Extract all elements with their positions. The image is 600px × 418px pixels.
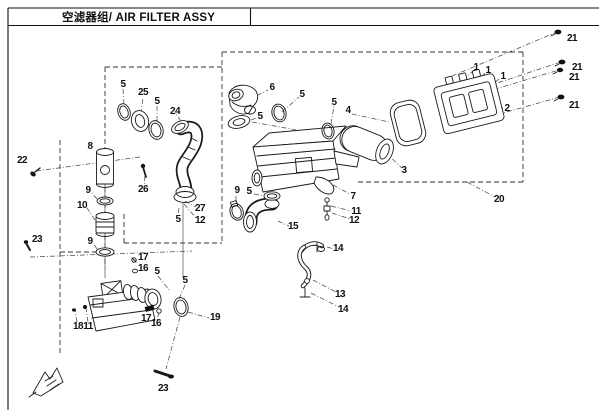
callout-part-5: 5 — [154, 266, 160, 277]
callout-leader-line — [466, 181, 496, 198]
callout-part-14: 14 — [337, 304, 349, 315]
callout-part-1: 1 — [500, 71, 506, 82]
callout-part-17: 17 — [140, 313, 152, 324]
lower-airbox-part — [72, 257, 189, 332]
callout-part-5: 5 — [257, 111, 263, 122]
callout-leader-line — [312, 279, 337, 293]
callout-leader-line — [35, 156, 141, 172]
callout-leader-line — [143, 175, 146, 187]
callout-part-9: 9 — [85, 185, 91, 196]
callout-leader-line — [332, 184, 351, 195]
callout-part-16: 16 — [137, 263, 149, 274]
callout-leader-line — [74, 310, 78, 323]
callout-part-21: 21 — [566, 33, 578, 44]
callout-leader-line — [187, 311, 210, 319]
callout-part-17: 17 — [137, 252, 149, 263]
callout-part-16: 16 — [150, 318, 162, 329]
callout-leader-line — [251, 121, 331, 137]
fastener-23-bottom-icon — [153, 369, 174, 379]
callout-part-24: 24 — [169, 106, 181, 117]
callout-part-5: 5 — [182, 275, 188, 286]
callout-part-8: 8 — [87, 141, 93, 152]
callout-part-5: 5 — [120, 79, 126, 90]
callout-leader-line — [86, 207, 96, 221]
callout-part-27: 27 — [194, 203, 206, 214]
callout-leader-line — [326, 246, 335, 250]
callout-leader-line — [351, 113, 390, 123]
resonator-column-parts — [95, 148, 115, 257]
callout-part-22: 22 — [16, 155, 28, 166]
callout-part-26: 26 — [137, 184, 149, 195]
front-direction-arrow-icon — [28, 367, 64, 398]
callout-leader-line — [91, 192, 98, 200]
callout-part-5: 5 — [331, 97, 337, 108]
callout-leader-line — [175, 113, 182, 122]
callout-part-7: 7 — [350, 191, 356, 202]
callout-part-14: 14 — [332, 243, 344, 254]
fastener-23-left-icon — [23, 240, 31, 251]
callout-part-9: 9 — [87, 236, 93, 247]
intake-elbow-part — [227, 84, 335, 140]
cover-gasket-part — [389, 99, 427, 147]
callout-leader-line — [92, 242, 98, 250]
callout-part-9: 9 — [234, 185, 240, 196]
callout-leader-line — [85, 307, 89, 323]
callout-part-3: 3 — [401, 165, 407, 176]
callout-leader-line — [330, 205, 352, 212]
callout-part-4: 4 — [345, 105, 351, 116]
callout-leader-line — [178, 284, 186, 300]
drain-elbow-part — [313, 176, 335, 221]
callout-part-15: 15 — [287, 221, 299, 232]
drain-hose-part — [297, 241, 325, 298]
callout-part-21: 21 — [568, 72, 580, 83]
callout-leader-line — [122, 88, 125, 105]
callout-part-5: 5 — [299, 89, 305, 100]
callout-part-12: 12 — [194, 215, 206, 226]
outlet-elbow-part — [229, 191, 281, 233]
page-title: 空滤器组/ AIR FILTER ASSY — [62, 12, 216, 24]
callout-part-21: 21 — [571, 62, 583, 73]
filter-element-part — [339, 125, 394, 165]
callout-leader-line — [277, 220, 290, 227]
callout-leader-line — [250, 117, 257, 121]
callout-part-5: 5 — [154, 96, 160, 107]
callout-part-6: 6 — [269, 82, 275, 93]
callout-part-20: 20 — [493, 194, 505, 205]
callout-leader-line — [464, 69, 560, 99]
callout-part-5: 5 — [246, 186, 252, 197]
intake-duct-part — [117, 103, 203, 203]
air-filter-cover-part — [433, 69, 505, 135]
callout-leader-line — [177, 207, 180, 216]
callout-part-13: 13 — [334, 289, 346, 300]
callout-part-2: 2 — [504, 103, 510, 114]
callout-part-23: 23 — [157, 383, 169, 394]
callout-part-11: 11 — [351, 206, 361, 217]
callout-part-11: 11 — [83, 321, 93, 332]
callout-leader-line — [330, 105, 335, 125]
callout-part-12: 12 — [348, 215, 360, 226]
callout-part-23: 23 — [31, 234, 43, 245]
callout-leader-line — [281, 96, 300, 113]
callout-part-18: 18 — [72, 321, 84, 332]
callout-part-19: 19 — [209, 312, 221, 323]
callout-leader-line — [165, 316, 181, 370]
fastener-22-icon — [30, 167, 41, 177]
callout-part-25: 25 — [137, 87, 149, 98]
callout-part-1: 1 — [485, 65, 491, 76]
callout-leader-line — [157, 275, 171, 292]
airbox-body-part — [251, 125, 360, 193]
callout-leader-line — [469, 61, 562, 93]
callout-part-10: 10 — [76, 200, 88, 211]
page-frame — [7, 7, 599, 410]
callout-part-21: 21 — [568, 100, 580, 111]
callout-part-5: 5 — [175, 214, 181, 225]
callout-leader-line — [451, 31, 558, 77]
callout-part-1: 1 — [473, 62, 479, 73]
screw-icons-part21 — [550, 29, 566, 102]
callout-leader-line — [183, 203, 197, 219]
callout-leader-line — [331, 212, 351, 220]
